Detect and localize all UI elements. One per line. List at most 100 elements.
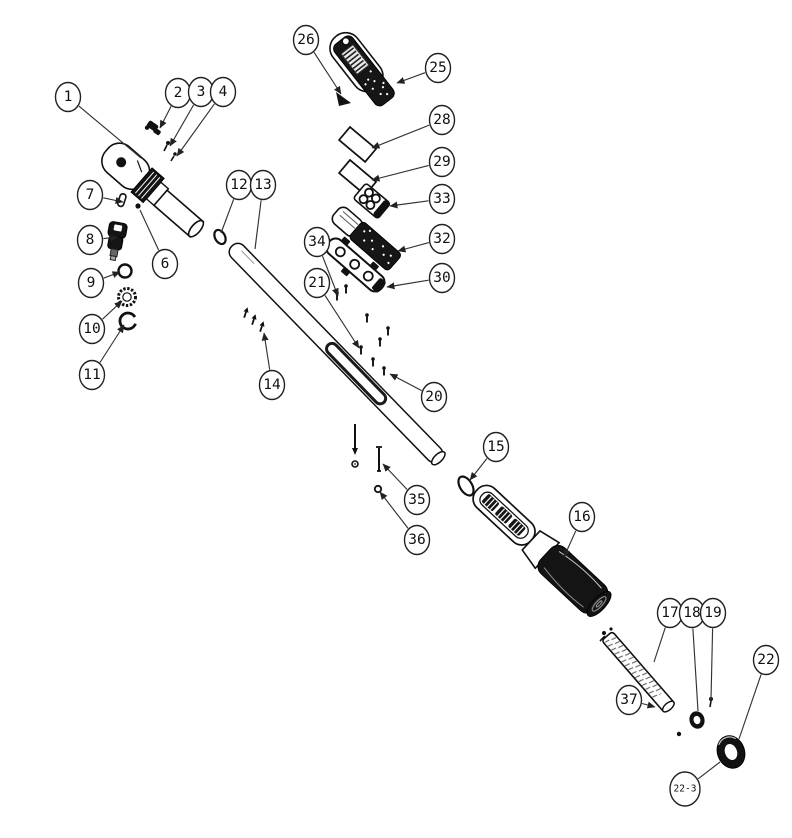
balloon-label-9: 9 bbox=[87, 275, 96, 291]
part-o-ring-12 bbox=[213, 228, 227, 246]
balloon-33 bbox=[428, 183, 456, 215]
callout-21: 21 bbox=[303, 267, 360, 349]
callout-29: 29 bbox=[371, 146, 456, 182]
leader-line-22 bbox=[738, 674, 762, 740]
part-adjuster-tube bbox=[602, 631, 675, 713]
leader-line-12 bbox=[220, 198, 235, 234]
part-detent-ball-6 bbox=[135, 203, 141, 209]
balloon-label-26: 26 bbox=[297, 32, 314, 48]
part-label-plate-28 bbox=[337, 125, 378, 164]
callout-26: 26 bbox=[292, 24, 342, 95]
callout-11: 11 bbox=[78, 324, 125, 391]
balloon-label-25: 25 bbox=[429, 60, 446, 76]
part-display-module bbox=[329, 31, 395, 107]
balloon-label-22-3: 22-3 bbox=[674, 784, 697, 795]
balloon-8 bbox=[76, 224, 104, 256]
balloon-19 bbox=[699, 597, 727, 629]
balloon-35 bbox=[403, 484, 431, 516]
balloon-32 bbox=[428, 223, 456, 255]
balloon-7 bbox=[76, 179, 104, 211]
part-drop-pin bbox=[351, 424, 359, 468]
leader-line-37 bbox=[641, 701, 656, 709]
part-o-ring-15 bbox=[457, 475, 475, 497]
leader-line-17 bbox=[653, 627, 666, 663]
callout-4: 4 bbox=[176, 76, 237, 157]
balloon-label-1: 1 bbox=[64, 89, 73, 105]
callout-15: 15 bbox=[469, 431, 510, 481]
leader-line-7 bbox=[103, 197, 124, 204]
part-release-pin bbox=[116, 192, 127, 208]
balloon-label-18: 18 bbox=[683, 605, 700, 621]
part-battery-module-32 bbox=[331, 206, 401, 271]
callout-10: 10 bbox=[78, 300, 123, 345]
balloon-4 bbox=[209, 76, 237, 108]
part-small-dot bbox=[676, 731, 682, 737]
leader-line-11 bbox=[99, 324, 125, 363]
balloon-30 bbox=[428, 262, 456, 294]
leader-line-21 bbox=[324, 295, 360, 349]
callout-13: 13 bbox=[249, 169, 277, 250]
balloon-34 bbox=[303, 226, 331, 258]
callout-30: 30 bbox=[386, 262, 456, 294]
leader-line-29 bbox=[371, 164, 429, 182]
leader-line-15 bbox=[469, 458, 488, 481]
part-button-pad-33 bbox=[353, 183, 391, 219]
callout-37: 37 bbox=[615, 684, 656, 716]
balloon-label-12: 12 bbox=[230, 177, 247, 193]
balloon-label-29: 29 bbox=[433, 154, 450, 170]
balloon-label-4: 4 bbox=[219, 84, 228, 100]
callout-36: 36 bbox=[379, 491, 431, 556]
balloon-label-17: 17 bbox=[661, 605, 678, 621]
part-main-tube bbox=[228, 242, 446, 466]
callout-20: 20 bbox=[389, 373, 448, 413]
part-ball-36 bbox=[373, 484, 383, 494]
balloon-label-35: 35 bbox=[408, 492, 425, 508]
callout-18: 18 bbox=[678, 597, 706, 712]
balloon-36 bbox=[403, 524, 431, 556]
balloon-15 bbox=[482, 431, 510, 463]
balloon-label-3: 3 bbox=[197, 84, 206, 100]
balloon-label-34: 34 bbox=[308, 234, 326, 250]
balloon-label-2: 2 bbox=[174, 85, 183, 101]
callout-1: 1 bbox=[54, 81, 142, 159]
leader-line-2 bbox=[159, 106, 172, 129]
balloon-label-32: 32 bbox=[433, 231, 450, 247]
leader-line-16 bbox=[563, 530, 577, 558]
balloon-20 bbox=[420, 381, 448, 413]
balloon-label-10: 10 bbox=[83, 321, 100, 337]
callout-19: 19 bbox=[699, 597, 727, 701]
part-snap-ring-11 bbox=[118, 311, 137, 331]
balloon-37 bbox=[615, 684, 643, 716]
leader-line-34 bbox=[321, 255, 339, 297]
balloon-label-37: 37 bbox=[620, 692, 637, 708]
leader-line-32 bbox=[397, 242, 430, 253]
balloon-label-30: 30 bbox=[433, 270, 450, 286]
callout-28: 28 bbox=[371, 104, 456, 149]
balloon-label-22: 22 bbox=[757, 652, 774, 668]
balloon-25 bbox=[424, 52, 452, 84]
callout-14: 14 bbox=[258, 332, 286, 401]
leader-line-33 bbox=[389, 200, 429, 209]
leader-line-26 bbox=[313, 52, 342, 95]
balloon-26 bbox=[292, 24, 320, 56]
leader-line-36 bbox=[379, 491, 409, 529]
leader-line-13 bbox=[254, 200, 262, 250]
callout-32: 32 bbox=[397, 223, 456, 255]
balloon-label-11: 11 bbox=[83, 367, 100, 383]
balloon-label-16: 16 bbox=[573, 509, 590, 525]
leader-line-14 bbox=[261, 332, 271, 370]
balloon-22-3 bbox=[669, 771, 701, 807]
leader-line-1 bbox=[78, 105, 142, 159]
part-cam-knob bbox=[107, 221, 128, 262]
callout-8: 8 bbox=[76, 224, 119, 256]
balloon-label-28: 28 bbox=[433, 112, 450, 128]
balloon-11 bbox=[78, 359, 106, 391]
leader-line-25 bbox=[396, 72, 426, 84]
part-tube-screws bbox=[599, 627, 613, 642]
balloon-1 bbox=[54, 81, 82, 113]
part-end-cap-ring-22 bbox=[716, 735, 746, 769]
callout-34: 34 bbox=[303, 226, 339, 297]
balloon-13 bbox=[249, 169, 277, 201]
